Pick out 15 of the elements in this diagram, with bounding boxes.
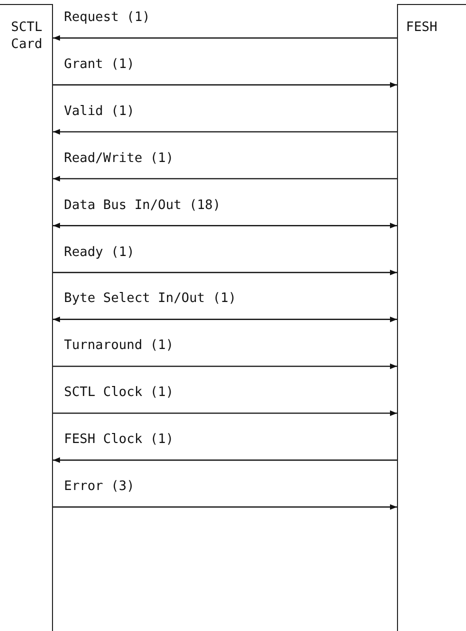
arrow — [53, 364, 397, 370]
arrow — [53, 129, 397, 135]
arrow — [53, 316, 397, 322]
arrow — [53, 82, 397, 88]
unit-box — [397, 4, 466, 631]
arrow — [53, 35, 397, 41]
arrow — [53, 270, 397, 276]
unit-label: SCTL Card — [11, 19, 44, 53]
arrow — [53, 176, 397, 182]
arrow — [53, 222, 397, 228]
unit-box — [0, 4, 53, 631]
unit-label: FESH — [406, 19, 438, 36]
arrow — [53, 504, 397, 510]
arrow — [53, 457, 397, 463]
arrow — [53, 410, 397, 416]
